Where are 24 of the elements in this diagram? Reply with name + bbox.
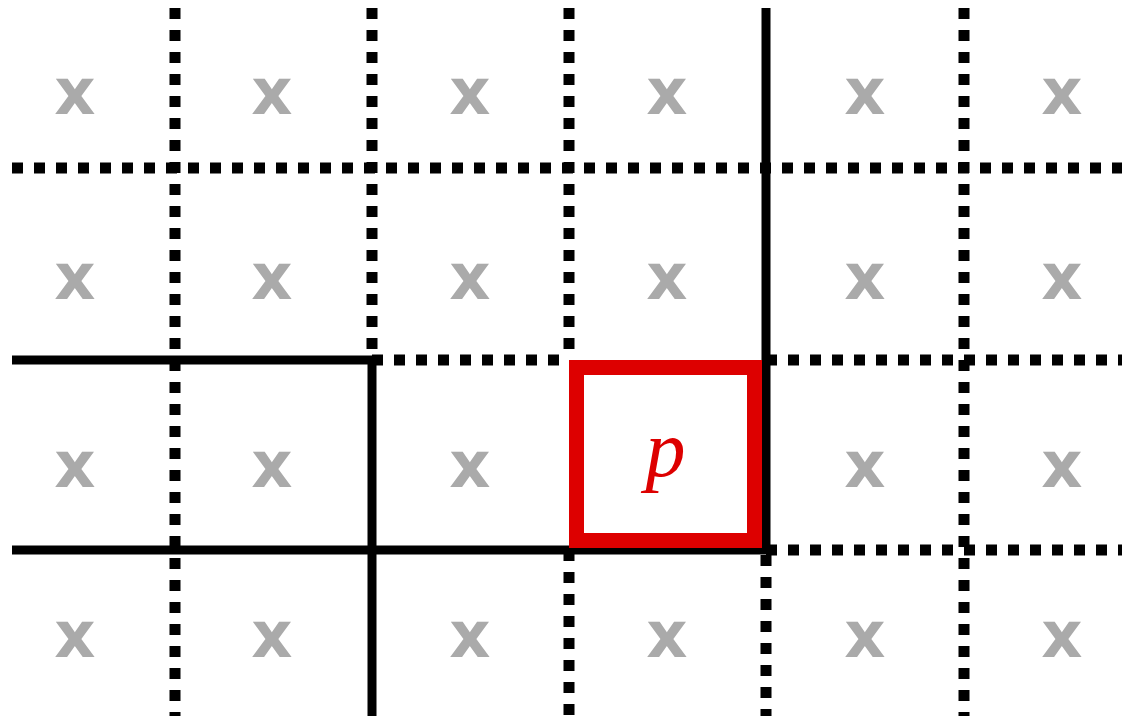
cell-mark: x: [646, 245, 688, 309]
cell-mark: x: [844, 433, 886, 497]
cell-mark: x: [844, 603, 886, 667]
cell-mark: x: [251, 433, 293, 497]
cell-mark: x: [449, 245, 491, 309]
cell-mark: x: [251, 60, 293, 124]
cell-mark: x: [1041, 60, 1083, 124]
cell-mark: x: [449, 60, 491, 124]
cell-mark: x: [844, 245, 886, 309]
cell-mark: x: [1041, 433, 1083, 497]
cell-mark: x: [54, 433, 96, 497]
cell-mark: x: [844, 60, 886, 124]
cell-mark: x: [1041, 603, 1083, 667]
highlighted-cell: p: [569, 360, 762, 548]
cell-mark: x: [54, 603, 96, 667]
cell-mark: x: [1041, 245, 1083, 309]
cell-mark: x: [251, 603, 293, 667]
cell-mark: x: [54, 245, 96, 309]
cell-mark: x: [449, 433, 491, 497]
cell-mark: x: [646, 60, 688, 124]
cell-mark: x: [449, 603, 491, 667]
cell-mark: x: [251, 245, 293, 309]
cell-mark: x: [646, 603, 688, 667]
cell-mark: x: [54, 60, 96, 124]
